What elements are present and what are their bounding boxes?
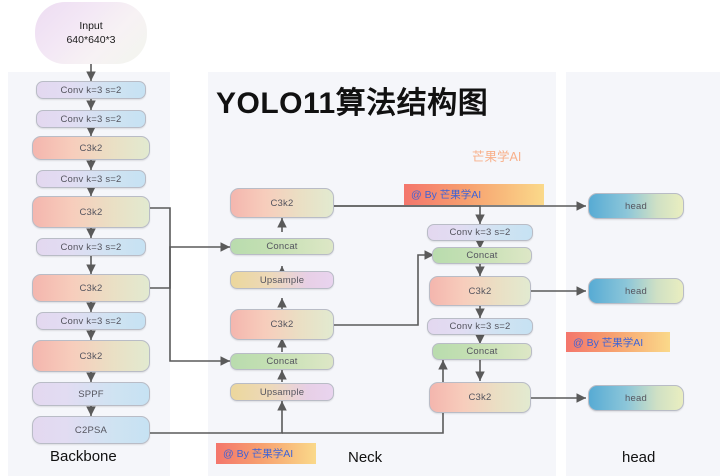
section-label-backbone: Backbone bbox=[50, 448, 117, 465]
watermark-neck-top: @ By 芒果学AI bbox=[404, 184, 544, 205]
node-backbone-conv-1[interactable]: Conv k=3 s=2 bbox=[36, 81, 146, 99]
node-backbone-conv-3[interactable]: Conv k=3 s=2 bbox=[36, 170, 146, 188]
node-neck-right-c3k2-bottom[interactable]: C3k2 bbox=[429, 382, 531, 413]
section-label-head: head bbox=[622, 449, 656, 466]
node-backbone-sppf[interactable]: SPPF bbox=[32, 382, 150, 406]
watermark-neck-bottom: @ By 芒果学AI bbox=[216, 443, 316, 464]
node-neck-upsample-top[interactable]: Upsample bbox=[230, 271, 334, 289]
input-line-2: 640*640*3 bbox=[66, 34, 116, 46]
title-watermark: 芒果学AI bbox=[472, 150, 522, 164]
input-line-1: Input bbox=[79, 19, 103, 32]
node-neck-right-c3k2-mid[interactable]: C3k2 bbox=[429, 276, 531, 306]
node-backbone-c3k2-3[interactable]: C3k2 bbox=[32, 274, 150, 302]
node-neck-c3k2-top[interactable]: C3k2 bbox=[230, 188, 334, 218]
section-label-neck: Neck bbox=[348, 449, 383, 466]
node-head-3[interactable]: head bbox=[588, 385, 684, 411]
node-backbone-c3k2-4[interactable]: C3k2 bbox=[32, 340, 150, 372]
node-backbone-conv-5[interactable]: Conv k=3 s=2 bbox=[36, 312, 146, 330]
page-title: YOLO11算法结构图 bbox=[216, 87, 489, 120]
node-backbone-c2psa[interactable]: C2PSA bbox=[32, 416, 150, 444]
node-neck-concat-top[interactable]: Concat bbox=[230, 238, 334, 255]
node-neck-c3k2-mid[interactable]: C3k2 bbox=[230, 309, 334, 340]
node-neck-right-conv-bottom[interactable]: Conv k=3 s=2 bbox=[427, 318, 533, 335]
node-neck-upsample-bottom[interactable]: Upsample bbox=[230, 383, 334, 401]
node-head-2[interactable]: head bbox=[588, 278, 684, 304]
node-backbone-c3k2-1[interactable]: C3k2 bbox=[32, 136, 150, 160]
node-input[interactable]: Input 640*640*3 bbox=[35, 2, 147, 64]
node-backbone-c3k2-2[interactable]: C3k2 bbox=[32, 196, 150, 228]
watermark-head-middle: @ By 芒果学AI bbox=[566, 332, 670, 352]
node-backbone-conv-4[interactable]: Conv k=3 s=2 bbox=[36, 238, 146, 256]
node-backbone-conv-2[interactable]: Conv k=3 s=2 bbox=[36, 110, 146, 128]
panel-head bbox=[566, 72, 720, 476]
node-head-1[interactable]: head bbox=[588, 193, 684, 219]
node-neck-concat-bottom[interactable]: Concat bbox=[230, 353, 334, 370]
node-neck-right-concat-top[interactable]: Concat bbox=[432, 247, 532, 264]
node-neck-right-concat-bottom[interactable]: Concat bbox=[432, 343, 532, 360]
node-neck-right-conv-top[interactable]: Conv k=3 s=2 bbox=[427, 224, 533, 241]
